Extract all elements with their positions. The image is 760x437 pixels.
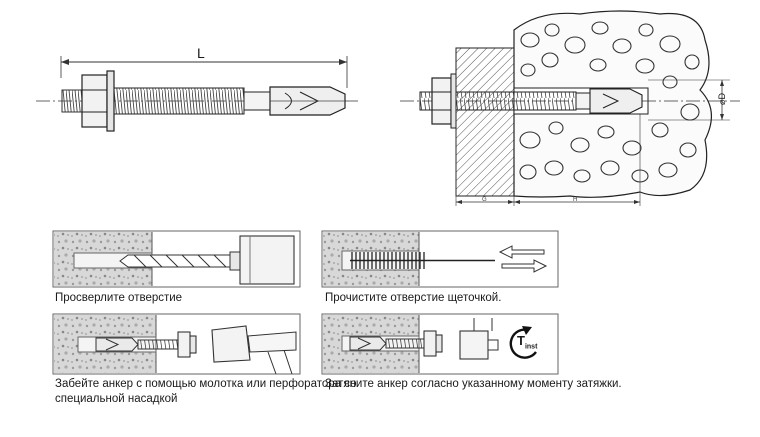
torque-subscript: inst (524, 343, 538, 351)
step-drill-illustration (52, 230, 301, 288)
step-caption-brush: Прочистите отверстие щеточкой. (325, 292, 502, 304)
diameter-label: ⌀D (715, 93, 729, 105)
gap-label: G (482, 197, 487, 203)
hole-label: H (573, 197, 578, 203)
diameter-symbol: ⌀ (716, 99, 727, 105)
step-caption-torque: Затяните анкер согласно указанному момен… (325, 378, 622, 390)
installed-anchor-drawing (400, 10, 740, 206)
anchor-bolt-drawing (36, 56, 360, 132)
torque-letter: T (517, 333, 525, 348)
step-caption-hammer-line1: Забейте анкер с помощью молотка или перф… (55, 378, 357, 390)
step-brush-illustration (321, 230, 559, 288)
step-hammer-illustration (52, 313, 301, 375)
step-torque-illustration (321, 313, 559, 375)
length-label: L (197, 45, 205, 61)
step-caption-drill: Просверлите отверстие (55, 292, 183, 304)
step-caption-hammer-line2: специальной насадкой (55, 393, 178, 405)
diameter-letter: D (716, 93, 727, 100)
torque-symbol: Tinst (517, 334, 537, 355)
